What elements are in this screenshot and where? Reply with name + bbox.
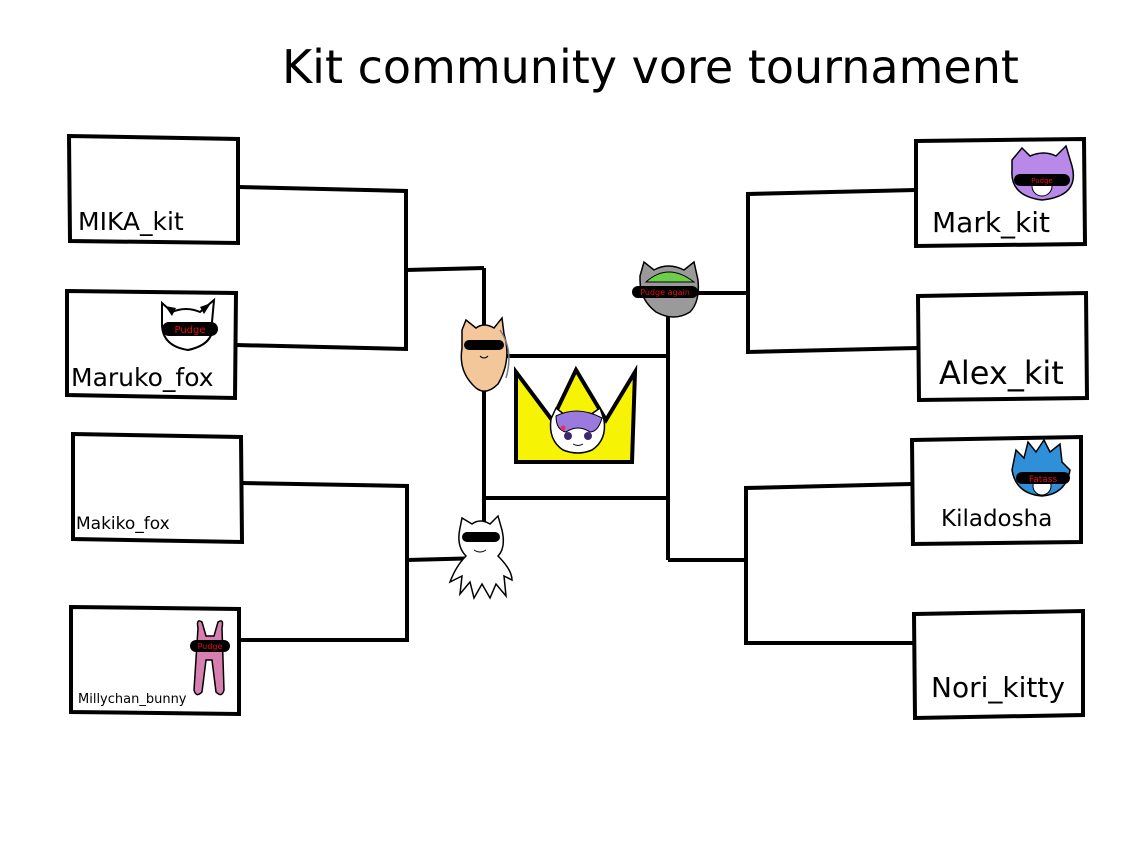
bracket-line-right-r1-bottom: [744, 482, 914, 645]
entrant-box-nori[interactable]: [911, 608, 1085, 721]
entrant-box-alex[interactable]: [915, 290, 1090, 403]
kiladosha-avatar-badge: Fatass: [1029, 475, 1058, 485]
entrant-label-kiladosha: Kiladosha: [941, 506, 1052, 532]
entrant-box-mika[interactable]: [66, 133, 240, 246]
entrant-label-alex: Alex_kit: [939, 354, 1064, 392]
mark-avatar: Pudge: [1011, 144, 1075, 201]
entrant-box-kiladosha[interactable]: [909, 434, 1083, 547]
semifinal-avatar-left-bottom: [448, 514, 513, 600]
entrant-label-mika: MIKA_kit: [78, 207, 184, 236]
millychan-avatar: Pudge: [190, 620, 230, 696]
semifinal-avatar-right-top-badge: Pudge again: [640, 288, 690, 297]
entrant-label-makiko: Makiko_fox: [76, 514, 170, 534]
kiladosha-avatar: Fatass: [1011, 438, 1071, 497]
crown-icon: [514, 364, 638, 464]
mark-avatar-badge: Pudge: [1031, 177, 1053, 185]
bracket-line-left-r1-top-out: [405, 266, 485, 272]
entrant-label-mark: Mark_kit: [932, 206, 1050, 239]
entrant-label-milly: Millychan_bunny: [78, 692, 187, 707]
entrant-label-maruko: Maruko_fox: [71, 363, 214, 392]
maruko-avatar: Pudge: [161, 297, 218, 352]
bracket-line-left-r1-bottom: [239, 481, 409, 642]
bracket-line-right-r1-top: [746, 188, 919, 355]
semifinal-avatar-left-top: [460, 316, 510, 392]
entrant-box-milly[interactable]: [69, 604, 241, 717]
page-title: Kit community vore tournament: [282, 40, 1019, 94]
maruko-avatar-badge: Pudge: [174, 325, 205, 336]
entrant-box-mark[interactable]: [914, 136, 1088, 249]
semifinal-avatar-right-top: Pudge again: [632, 260, 700, 318]
entrant-box-makiko[interactable]: [71, 431, 245, 545]
champion-avatar: [549, 406, 606, 454]
millychan-avatar-badge: Pudge: [198, 642, 223, 651]
entrant-box-maruko[interactable]: [65, 288, 239, 401]
bracket-line-left-r1-top: [235, 185, 408, 352]
entrant-label-nori: Nori_kitty: [931, 671, 1065, 704]
